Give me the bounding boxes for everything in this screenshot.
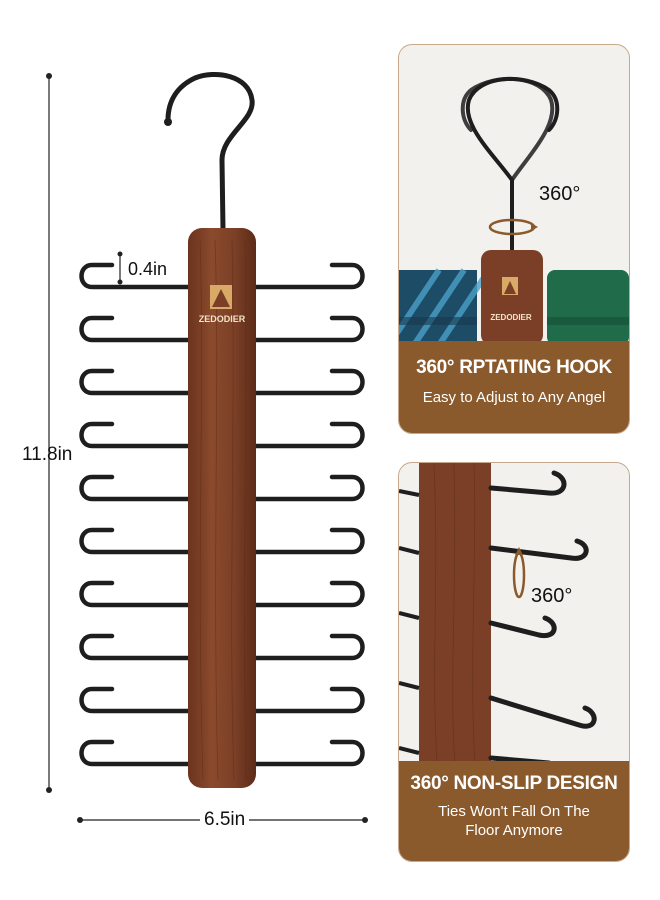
- logo-text: ZEDODIER: [199, 314, 246, 324]
- right-hook: [253, 739, 365, 767]
- left-hook: [79, 262, 191, 290]
- right-hook: [253, 368, 365, 396]
- non-slip-title: 360° NON-SLIP DESIGN: [410, 773, 618, 794]
- non-slip-panel: 360° 360° NON-SLIP DESIGN Ties Won't Fal…: [398, 462, 630, 862]
- left-hook: [79, 686, 191, 714]
- left-hook: [79, 421, 191, 449]
- left-hook: [79, 315, 191, 343]
- rotating-hook-title: 360° RPTATING HOOK: [416, 357, 612, 378]
- rotation-label: 360°: [539, 183, 581, 205]
- rotating-hook-graphic: ZEDODIER: [399, 76, 629, 345]
- right-hook: [253, 262, 365, 290]
- left-hook: [79, 368, 191, 396]
- left-hook: [79, 527, 191, 555]
- non-slip-rotation-label: 360°: [531, 585, 573, 607]
- spacing-label: 0.4in: [128, 259, 168, 279]
- right-hook: [253, 686, 365, 714]
- width-label: 6.5in: [200, 809, 250, 831]
- left-hook: [79, 633, 191, 661]
- right-hook: [253, 315, 365, 343]
- wooden-bar: [188, 228, 256, 788]
- left-hook: [79, 580, 191, 608]
- tie-rack-graphic: ZEDODIER: [46, 72, 368, 823]
- non-slip-graphic: [399, 463, 597, 763]
- non-slip-subtitle-line2: Floor Anymore: [465, 822, 563, 839]
- non-slip-subtitle-line1: Ties Won't Fall On The: [438, 803, 590, 820]
- left-hook: [79, 739, 191, 767]
- svg-text:ZEDODIER: ZEDODIER: [490, 313, 532, 322]
- height-label: 11.8in: [22, 444, 73, 465]
- right-hook: [253, 580, 365, 608]
- rotating-hook-panel: ZEDODIER 360° 360° RPTATING HOOK Easy to…: [398, 44, 630, 434]
- hanging-hook: [165, 72, 255, 233]
- right-hook: [253, 421, 365, 449]
- right-hook: [253, 527, 365, 555]
- right-hook: [253, 633, 365, 661]
- right-hook: [253, 474, 365, 502]
- product-illustration: ZEDODIER 11.8in 6.5in 0.4in: [22, 72, 368, 831]
- rotating-hook-subtitle: Easy to Adjust to Any Angel: [422, 389, 606, 406]
- left-hook: [79, 474, 191, 502]
